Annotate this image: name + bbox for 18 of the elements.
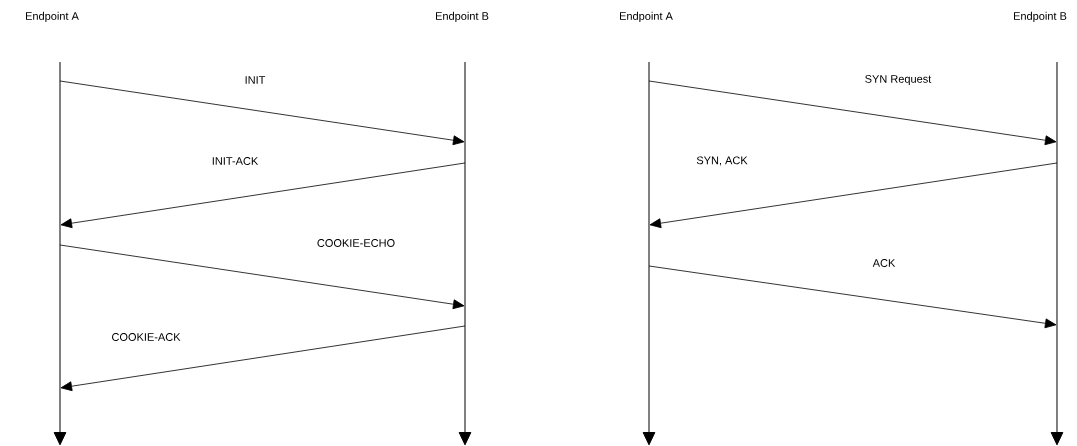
message-arrow [60, 325, 466, 392]
edge-label: INIT [243, 75, 267, 85]
endpoint-label: Endpoint A [620, 11, 673, 23]
message-arrow [648, 80, 1057, 146]
endpoint-label: Endpoint B [1014, 11, 1067, 23]
edge-label: COOKIE-ACK [110, 332, 182, 342]
edge-label: COOKIE-ECHO [315, 238, 397, 248]
message-arrow [59, 244, 465, 310]
endpoint-label: Endpoint B [436, 11, 489, 23]
edge-label: SYN, ACK [695, 155, 749, 167]
message-arrow [648, 265, 1057, 329]
edge-label: SYN Request [863, 74, 933, 86]
message-arrow [649, 162, 1058, 229]
edge-label: INIT-ACK [210, 156, 260, 166]
endpoint-label: Endpoint A [26, 11, 79, 23]
message-arrow [59, 80, 465, 146]
message-arrow [60, 162, 466, 229]
edge-label: ACK [871, 258, 897, 268]
